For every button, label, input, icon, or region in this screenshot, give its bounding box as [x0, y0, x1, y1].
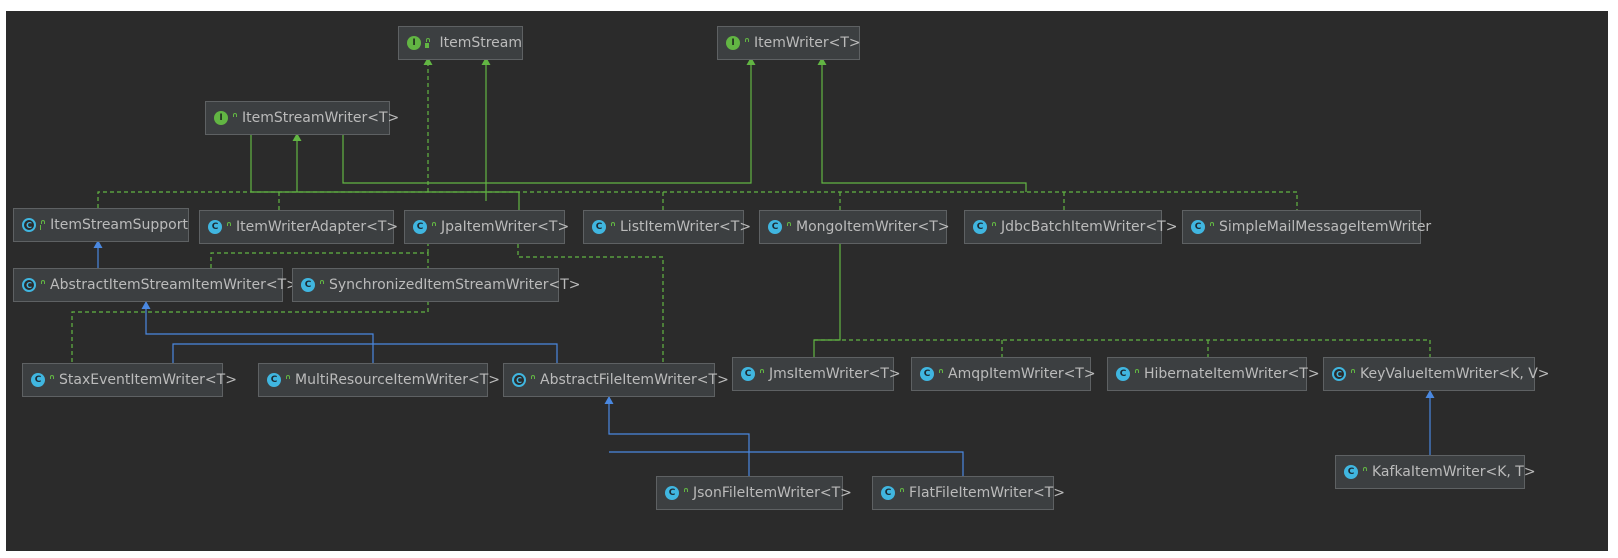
arrowhead: [292, 133, 302, 141]
node-item-stream-support[interactable]: C ItemStreamSupport: [13, 208, 189, 242]
class-icon: C: [208, 220, 222, 234]
node-label: MultiResourceItemWriter<T>: [295, 372, 501, 388]
lock-icon: [425, 37, 431, 48]
node-label: StaxEventItemWriter<T>: [59, 372, 237, 388]
class-icon: C: [1116, 367, 1130, 381]
edge-implements: [813, 244, 841, 357]
edge-extends: [172, 343, 558, 363]
uml-diagram-canvas: I ItemStream I ItemWriter<T> I ItemStrea…: [6, 11, 1608, 551]
class-icon: C: [741, 367, 755, 381]
node-label: JmsItemWriter<T>: [769, 366, 901, 382]
abstract-class-icon: C: [512, 373, 526, 387]
arrowhead: [423, 57, 433, 65]
node-label: HibernateItemWriter<T>: [1144, 366, 1320, 382]
node-label: JdbcBatchItemWriter<T>: [1001, 219, 1178, 235]
edge-implements-dashed: [97, 191, 1298, 210]
node-item-stream[interactable]: I ItemStream: [398, 26, 523, 60]
class-icon: C: [1191, 220, 1205, 234]
node-label: AbstractFileItemWriter<T>: [540, 372, 729, 388]
node-key-value-item-writer[interactable]: C KeyValueItemWriter<K, V>: [1323, 357, 1550, 391]
node-label: MongoItemWriter<T>: [796, 219, 950, 235]
node-label: ItemStreamWriter<T>: [242, 110, 400, 126]
interface-icon: I: [214, 111, 228, 125]
edge-implements: [250, 133, 520, 210]
node-simple-mail-message-item-writer[interactable]: C SimpleMailMessageItemWriter: [1182, 210, 1431, 244]
node-abstract-file-item-writer[interactable]: C AbstractFileItemWriter<T>: [503, 363, 729, 397]
node-list-item-writer[interactable]: C ListItemWriter<T>: [583, 210, 751, 244]
node-jms-item-writer[interactable]: C JmsItemWriter<T>: [732, 357, 901, 391]
node-item-writer[interactable]: I ItemWriter<T>: [717, 26, 861, 60]
node-flat-file-item-writer[interactable]: C FlatFileItemWriter<T>: [872, 476, 1065, 510]
node-abstract-item-stream-item-writer[interactable]: C AbstractItemStreamItemWriter<T>: [13, 268, 298, 302]
abstract-class-icon: C: [22, 218, 36, 232]
class-icon: C: [973, 220, 987, 234]
node-label: SimpleMailMessageItemWriter: [1219, 219, 1432, 235]
edge-implements-dashed: [517, 244, 664, 363]
node-label: ItemWriterAdapter<T>: [236, 219, 399, 235]
class-icon: C: [1344, 465, 1358, 479]
arrowhead: [1425, 390, 1435, 398]
edge-extends: [145, 301, 374, 363]
node-multi-resource-item-writer[interactable]: C MultiResourceItemWriter<T>: [258, 363, 500, 397]
node-label: KeyValueItemWriter<K, V>: [1360, 366, 1550, 382]
interface-icon: I: [407, 36, 421, 50]
edge-extends: [609, 451, 964, 476]
class-icon: C: [31, 373, 45, 387]
node-label: ItemStreamSupport: [50, 217, 188, 233]
node-json-file-item-writer[interactable]: C JsonFileItemWriter<T>: [656, 476, 852, 510]
node-label: ItemStream: [439, 35, 522, 51]
node-label: AbstractItemStreamItemWriter<T>: [50, 277, 298, 293]
node-label: JpaItemWriter<T>: [441, 219, 570, 235]
node-jpa-item-writer[interactable]: C JpaItemWriter<T>: [404, 210, 569, 244]
node-hibernate-item-writer[interactable]: C HibernateItemWriter<T>: [1107, 357, 1320, 391]
node-amqp-item-writer[interactable]: C AmqpItemWriter<T>: [911, 357, 1096, 391]
node-label: SynchronizedItemStreamWriter<T>: [329, 277, 581, 293]
arrowhead: [141, 301, 151, 309]
interface-icon: I: [726, 36, 740, 50]
class-icon: C: [881, 486, 895, 500]
node-mongo-item-writer[interactable]: C MongoItemWriter<T>: [759, 210, 950, 244]
class-icon: C: [665, 486, 679, 500]
node-label: ItemWriter<T>: [754, 35, 861, 51]
edge-extends: [608, 396, 750, 476]
node-kafka-item-writer[interactable]: C KafkaItemWriter<K, T>: [1335, 455, 1536, 489]
node-jdbc-batch-item-writer[interactable]: C JdbcBatchItemWriter<T>: [964, 210, 1177, 244]
class-icon: C: [768, 220, 782, 234]
node-label: JsonFileItemWriter<T>: [693, 485, 852, 501]
arrowhead: [817, 57, 827, 65]
node-item-writer-adapter[interactable]: C ItemWriterAdapter<T>: [199, 210, 398, 244]
node-label: FlatFileItemWriter<T>: [909, 485, 1066, 501]
edge-implements: [342, 57, 752, 184]
abstract-class-icon: C: [22, 278, 36, 292]
relationship-edges: [71, 57, 1435, 476]
class-icon: C: [920, 367, 934, 381]
abstract-class-icon: C: [1332, 367, 1346, 381]
node-label: AmqpItemWriter<T>: [948, 366, 1096, 382]
node-label: KafkaItemWriter<K, T>: [1372, 464, 1536, 480]
node-item-stream-writer[interactable]: I ItemStreamWriter<T>: [205, 101, 399, 135]
edge-implements: [821, 57, 1027, 192]
edge-implements-dashed: [814, 339, 1431, 357]
arrowhead: [481, 57, 491, 65]
node-synchronized-item-stream-writer[interactable]: C SynchronizedItemStreamWriter<T>: [292, 268, 581, 302]
class-icon: C: [413, 220, 427, 234]
arrowhead: [604, 396, 614, 404]
node-stax-event-item-writer[interactable]: C StaxEventItemWriter<T>: [22, 363, 237, 397]
class-icon: C: [592, 220, 606, 234]
arrowhead: [746, 57, 756, 65]
arrowhead: [93, 240, 103, 248]
class-icon: C: [301, 278, 315, 292]
node-label: ListItemWriter<T>: [620, 219, 752, 235]
class-icon: C: [267, 373, 281, 387]
